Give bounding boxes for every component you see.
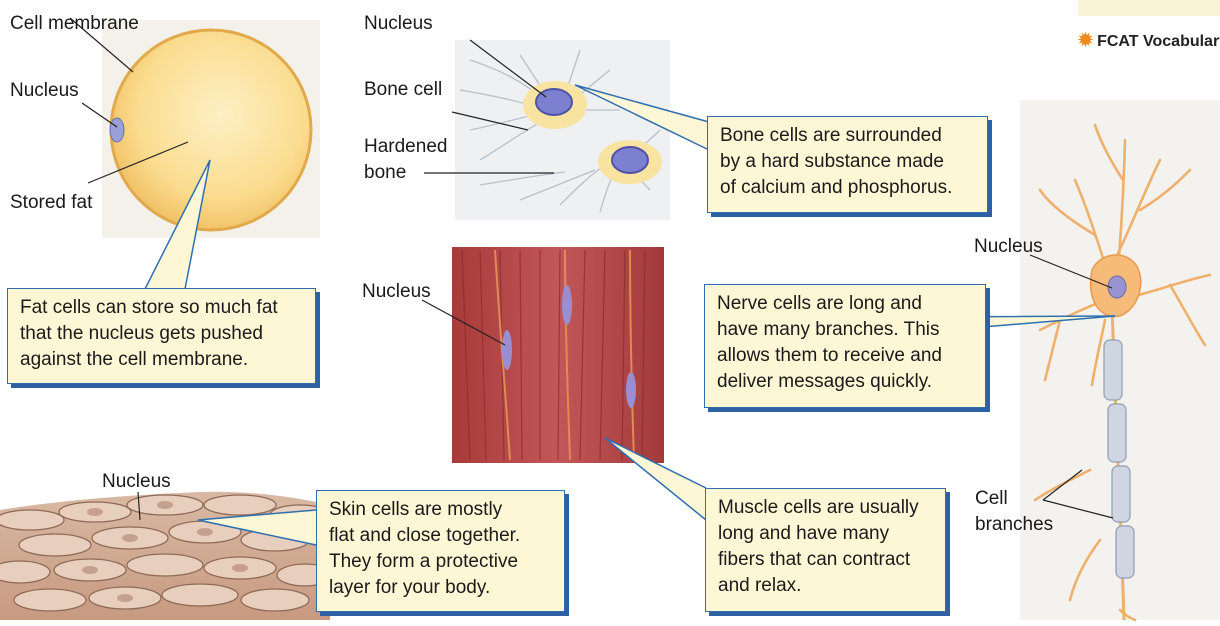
callout-line: They form a protective [329, 549, 554, 575]
skin-tissue [0, 492, 333, 620]
muscle-nucleus [502, 330, 512, 370]
label-muscle-nucleus: Nucleus [362, 280, 431, 304]
callout-line: layer for your body. [329, 575, 554, 601]
label-cell-membrane: Cell membrane [10, 12, 139, 36]
callout-line: have many branches. This [717, 317, 975, 343]
callout-line: that the nucleus gets pushed [20, 321, 305, 347]
callout-line: of calcium and phosphorus. [720, 175, 977, 201]
label-stored-fat: Stored fat [10, 191, 92, 215]
fat-cell-body [111, 30, 311, 230]
callout-line: fibers that can contract [718, 547, 935, 573]
callout-line: against the cell membrane. [20, 347, 305, 373]
callout-line: by a hard substance made [720, 149, 977, 175]
label-bone-cell: Bone cell [364, 78, 442, 102]
callout-line: and relax. [718, 573, 935, 599]
label-fat-nucleus: Nucleus [10, 79, 79, 103]
label-bone-nucleus: Nucleus [364, 12, 433, 36]
callout-bone-cell: Bone cells are surrounded by a hard subs… [707, 116, 988, 213]
vocab-label: FCAT Vocabulary [1097, 33, 1220, 50]
callout-line: long and have many [718, 521, 935, 547]
vocabulary-key: ✹FCAT Vocabulary [1078, 30, 1220, 52]
callout-line: Fat cells can store so much fat [20, 295, 305, 321]
label-branches: branches [975, 513, 1053, 537]
callout-line: Nerve cells are long and [717, 291, 975, 317]
callout-fat-cell: Fat cells can store so much fat that the… [7, 288, 316, 384]
vocab-star-icon: ✹ [1078, 30, 1093, 50]
label-cell: Cell [975, 487, 1008, 511]
callout-line: Bone cells are surrounded [720, 123, 977, 149]
label-skin-nucleus: Nucleus [102, 470, 171, 494]
nerve-cell [1020, 100, 1220, 620]
label-hardened: Hardened [364, 135, 447, 159]
bone-tissue [424, 40, 670, 220]
muscle-tissue [422, 247, 664, 463]
callout-line: flat and close together. [329, 523, 554, 549]
callout-skin-cell: Skin cells are mostly flat and close tog… [316, 490, 565, 612]
callout-nerve-cell: Nerve cells are long and have many branc… [704, 284, 986, 408]
callout-muscle-cell: Muscle cells are usually long and have m… [705, 488, 946, 612]
fat-cell-nucleus [110, 118, 124, 142]
label-nerve-nucleus: Nucleus [974, 235, 1043, 259]
callout-line: Skin cells are mostly [329, 497, 554, 523]
callout-line: deliver messages quickly. [717, 369, 975, 395]
header-panel [1078, 0, 1220, 16]
label-bone: bone [364, 161, 406, 185]
callout-line: Muscle cells are usually [718, 495, 935, 521]
callout-line: allows them to receive and [717, 343, 975, 369]
